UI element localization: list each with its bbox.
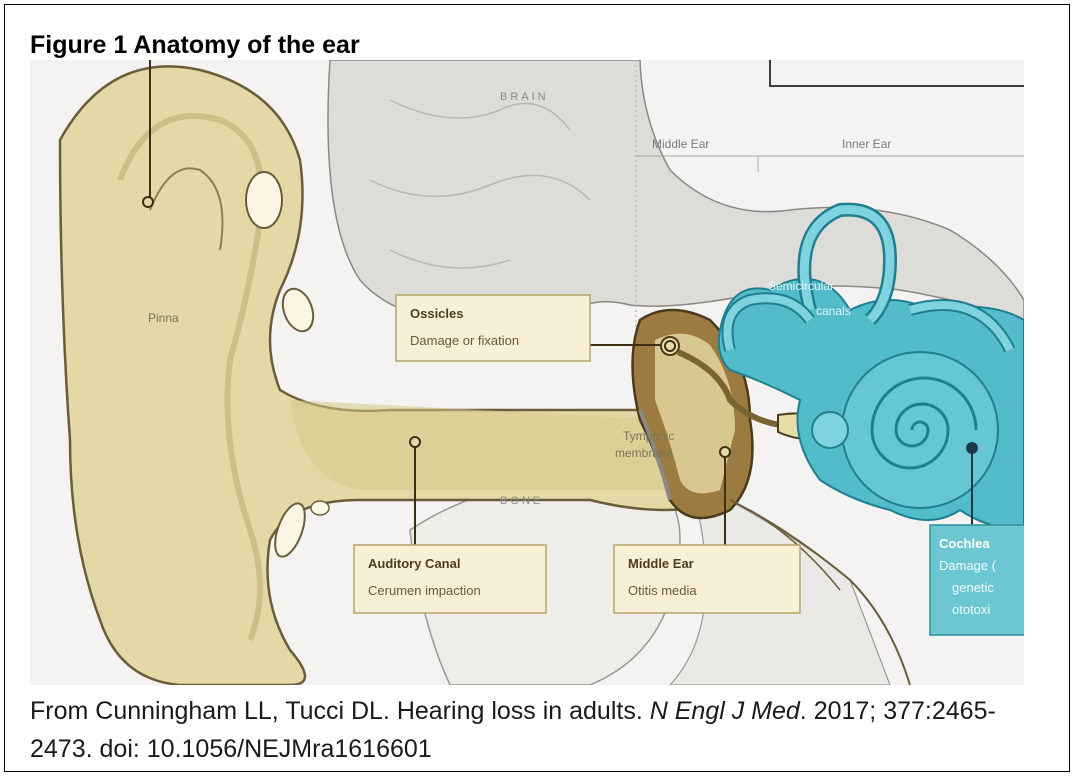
callout-auditory-canal-title: Auditory Canal [368,556,460,571]
callout-cochlea-detail-3: ototoxi [952,602,990,617]
caption-citation-prefix: From Cunningham LL, Tucci DL. Hearing lo… [30,697,650,725]
tympanic-membrane-label-line1: Tympanic [623,429,674,443]
callout-middle-ear-detail: Otitis media [628,583,697,598]
tympanic-membrane-label-line2: membrane [615,446,673,460]
column-label-inner-ear: Inner Ear [842,137,891,151]
callout-auditory-canal-detail: Cerumen impaction [368,583,481,598]
figure-caption: From Cunningham LL, Tucci DL. Hearing lo… [30,692,1030,768]
callout-auditory-canal: Auditory Canal Cerumen impaction [354,545,546,613]
callout-middle-ear-title: Middle Ear [628,556,694,571]
caption-journal-name: N Engl J Med [650,697,800,725]
callout-cochlea-detail-2: genetic [952,580,994,595]
figure-title: Figure 1 Anatomy of the ear [30,30,360,60]
ear-anatomy-illustration: BRAIN BONE Middle Ear Inner Ear Pinna Ty… [30,60,1024,685]
callout-cochlea-title: Cochlea [939,536,990,551]
region-label-bone: BONE [500,495,543,507]
region-label-brain: BRAIN [500,91,549,103]
callout-middle-ear: Middle Ear Otitis media [614,545,800,613]
column-label-middle-ear: Middle Ear [652,137,709,151]
callout-ossicles-title: Ossicles [410,306,464,321]
callout-ossicles: Ossicles Damage or fixation [396,295,590,361]
callout-ossicles-detail: Damage or fixation [410,333,519,348]
semicircular-canals-label-line2: canals [816,304,851,318]
pinna-label: Pinna [148,311,179,325]
semicircular-canals-label-line1: Semicircular [768,279,834,293]
callout-cochlea: Cochlea Damage ( genetic ototoxi [930,525,1024,635]
callout-cochlea-detail-1: Damage ( [939,558,997,573]
